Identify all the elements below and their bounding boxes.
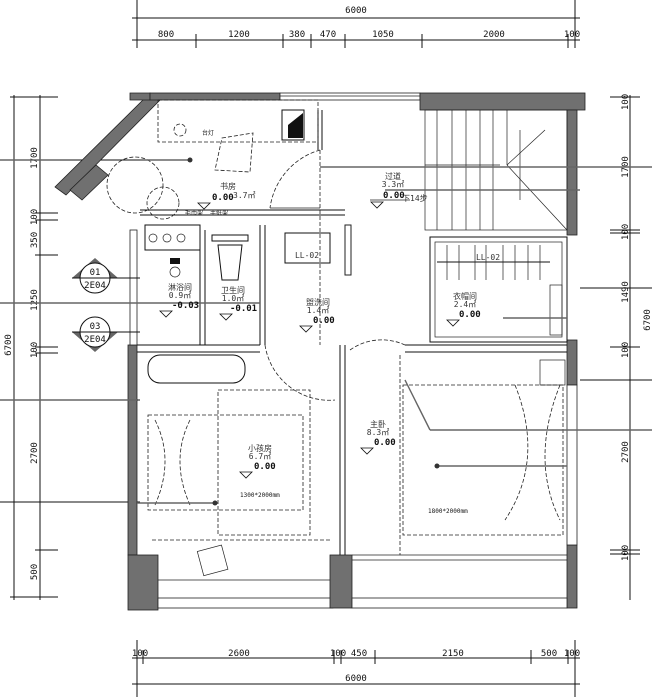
room-label-shower: 淋浴间 0.9㎡ -0.03 (168, 282, 199, 311)
section-number: 03 (90, 322, 101, 332)
section-marker-01[interactable]: 01 2E04 (72, 258, 140, 294)
svg-text:盥洗间: 盥洗间 (306, 297, 330, 307)
left-dimension: 500 (30, 564, 40, 580)
room-label-study: 书房 0.00 3.7㎡ (212, 181, 255, 203)
svg-text:下14步: 下14步 (402, 194, 428, 203)
paper-holder-label: 手纸架 (210, 209, 228, 217)
section-sheet: 2E04 (84, 281, 106, 291)
svg-text:1.4㎡: 1.4㎡ (307, 306, 329, 315)
room-label-kids-room: 小孩房 6.7㎡ 0.00 (248, 443, 276, 472)
left-total-dimension: 6700 (4, 334, 14, 356)
kids-bed-size: 1300*2000mm (240, 492, 280, 499)
bottom-dimension: 500 (541, 649, 557, 659)
right-dimension: 2700 (621, 441, 631, 463)
level-markers (159, 201, 460, 479)
master-bed-size: 1800*2000mm (428, 508, 468, 515)
top-dimension: 470 (320, 30, 336, 40)
svg-text:0.00: 0.00 (254, 462, 276, 472)
svg-text:衣帽间: 衣帽间 (453, 291, 477, 301)
cabinet-tag: LL-02 (476, 253, 500, 262)
top-dimension: 380 (289, 30, 305, 40)
bottom-total-dimension: 6000 (345, 674, 367, 684)
bottom-dimension: 100 (330, 649, 346, 659)
svg-text:小孩房: 小孩房 (248, 443, 272, 453)
master-bed: 1800*2000mm (402, 359, 652, 536)
svg-text:主卧: 主卧 (370, 419, 386, 429)
room-label-laundry: 盥洗间 1.4㎡ 0.00 (306, 297, 335, 326)
svg-text:2.4㎡: 2.4㎡ (454, 300, 476, 309)
svg-text:3.7㎡: 3.7㎡ (233, 191, 255, 200)
svg-text:-0.01: -0.01 (230, 304, 257, 314)
svg-text:0.00: 0.00 (374, 438, 396, 448)
right-dimension: 100 (621, 94, 631, 110)
top-dimension: 1050 (372, 30, 394, 40)
top-dimension: 2000 (483, 30, 505, 40)
leader-lines (0, 159, 652, 401)
top-dimension-chain: 6000 800 1200 380 470 1050 2000 100 (132, 0, 580, 48)
section-sheet: 2E04 (84, 335, 106, 345)
spiral-stair (106, 156, 193, 220)
cabinet-tag: LL-02 (295, 251, 319, 260)
top-dimension: 800 (158, 30, 174, 40)
left-dimension: 2700 (30, 442, 40, 464)
left-dimension-chain: 1700 100 350 1250 100 2700 500 6700 (0, 95, 140, 600)
svg-text:8.3㎡: 8.3㎡ (367, 428, 389, 437)
left-dimension: 350 (30, 232, 40, 248)
staircase (424, 109, 568, 231)
right-total-dimension: 6700 (643, 309, 652, 331)
towel-rack-label: 毛巾架 (185, 209, 203, 217)
closet-room: LL-02 (429, 236, 568, 343)
walls (54, 92, 586, 611)
svg-text:-0.03: -0.03 (172, 301, 199, 311)
bottom-dimension-chain: 100 2600 100 450 2150 500 100 6000 (132, 640, 580, 697)
svg-text:卫生间: 卫生间 (221, 285, 245, 295)
left-dimension: 1250 (30, 289, 40, 311)
desk-lamp-label: 台灯 (202, 129, 214, 137)
section-marker-03[interactable]: 03 2E04 (72, 316, 140, 352)
svg-text:淋浴间: 淋浴间 (168, 282, 192, 292)
kids-bed: 1300*2000mm (137, 354, 330, 577)
left-dimension: 1700 (30, 147, 40, 169)
door-swings (264, 149, 406, 555)
svg-text:0.00: 0.00 (313, 316, 335, 326)
study-desk: 台灯 (157, 99, 319, 173)
room-label-corridor: 过道 3.3㎡ 0.00 下14步 (370, 171, 428, 203)
right-dimension-chain: 100 1700 100 1490 100 2700 100 6700 (580, 94, 652, 600)
svg-text:0.00: 0.00 (383, 191, 405, 201)
svg-text:0.00: 0.00 (212, 193, 234, 203)
room-label-master: 主卧 8.3㎡ 0.00 (367, 419, 396, 448)
svg-text:1.0㎡: 1.0㎡ (222, 294, 244, 303)
section-number: 01 (90, 268, 101, 278)
svg-text:3.3㎡: 3.3㎡ (382, 180, 404, 189)
left-dimension: 100 (30, 209, 40, 225)
room-label-toilet: 卫生间 1.0㎡ -0.01 (221, 285, 257, 314)
svg-text:6.7㎡: 6.7㎡ (249, 452, 271, 461)
bottom-dimension: 450 (351, 649, 367, 659)
bottom-dimension: 100 (132, 649, 148, 659)
bathroom-fixtures: LL-02 毛巾架 手纸架 (144, 209, 331, 281)
right-dimension: 100 (621, 342, 631, 358)
right-dimension: 1490 (621, 281, 631, 303)
room-label-closet: 衣帽间 2.4㎡ 0.00 (453, 291, 481, 320)
svg-text:过道: 过道 (385, 171, 401, 181)
svg-text:书房: 书房 (220, 181, 236, 191)
top-dimension: 1200 (228, 30, 250, 40)
top-total-dimension: 6000 (345, 6, 367, 16)
bottom-dimension: 2150 (442, 649, 464, 659)
right-dimension: 100 (621, 545, 631, 561)
left-dimension: 100 (30, 342, 40, 358)
right-dimension: 100 (621, 224, 631, 240)
bottom-dimension: 100 (564, 649, 580, 659)
svg-text:0.00: 0.00 (459, 310, 481, 320)
svg-text:0.9㎡: 0.9㎡ (169, 291, 191, 300)
top-dimension: 100 (564, 30, 580, 40)
bottom-dimension: 2600 (228, 649, 250, 659)
